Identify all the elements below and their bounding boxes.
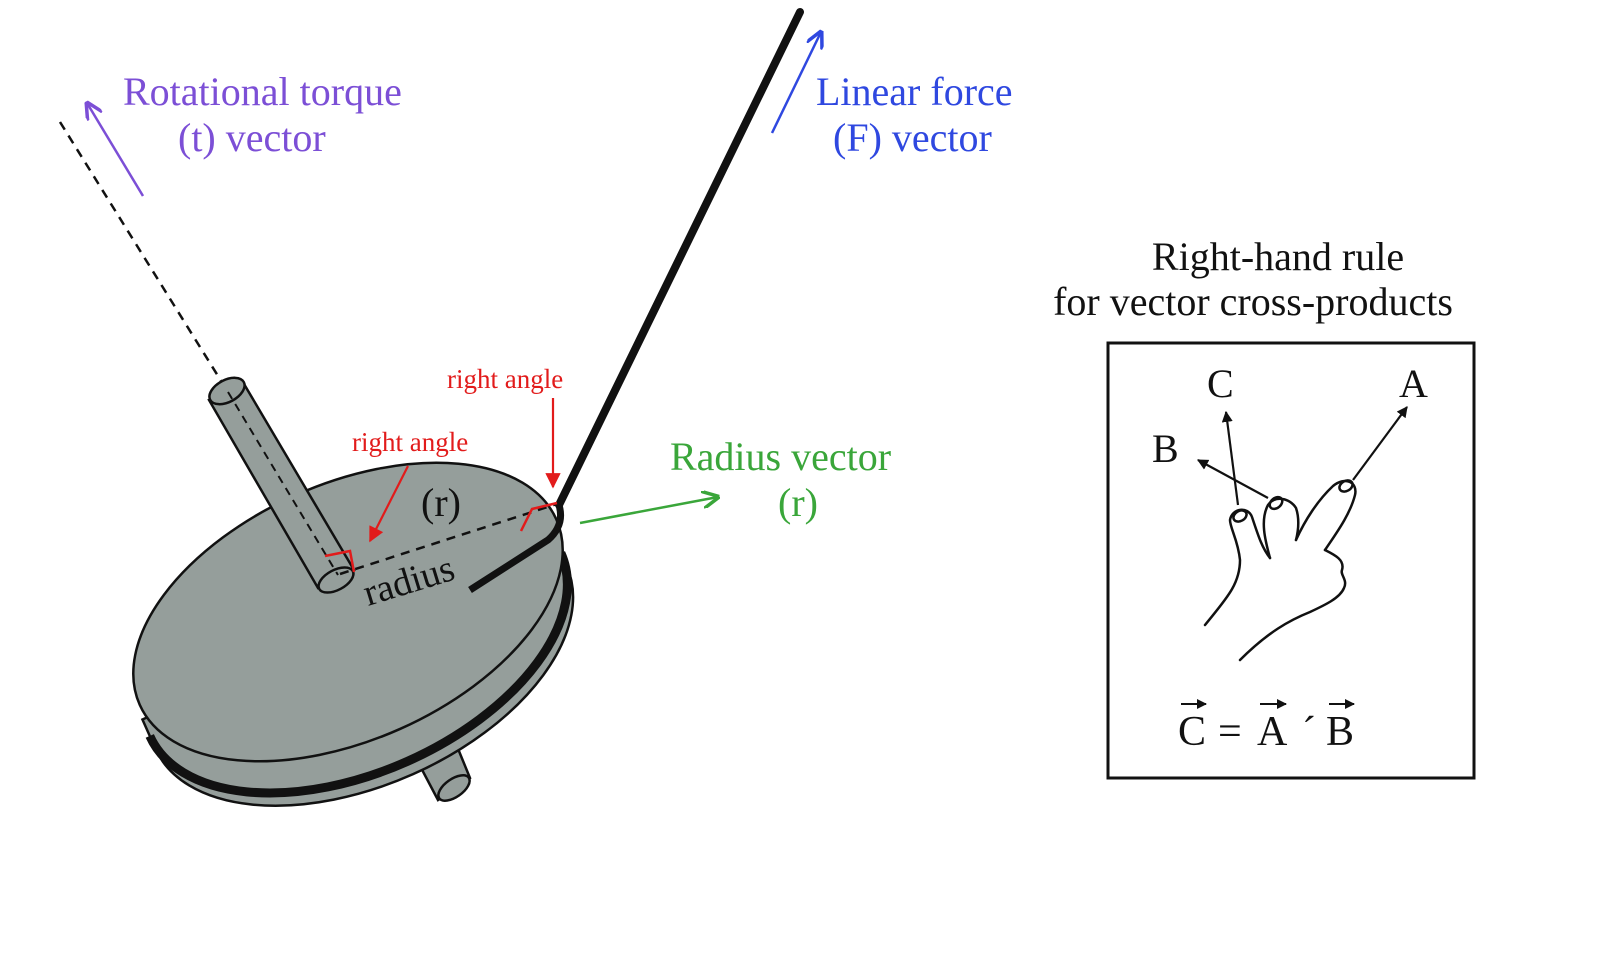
rhr-title-line2: for vector cross-products xyxy=(1053,279,1453,324)
radius-vector-label-line1: Radius vector xyxy=(670,434,891,479)
belt-band xyxy=(145,551,572,798)
disc-r-label: (r) xyxy=(421,480,461,525)
torque-axis-dashed-line xyxy=(58,121,230,393)
rhr-equation: C = A ´ B xyxy=(1178,699,1355,755)
eq-times: ´ xyxy=(1302,709,1316,755)
force-vector-arrow xyxy=(770,32,821,134)
hand-icon xyxy=(1203,479,1357,662)
rhr-letter-b: B xyxy=(1152,426,1179,471)
force-label-line2: (F) vector xyxy=(833,115,992,160)
right-angle-pointer-left xyxy=(369,465,409,543)
eq-b: B xyxy=(1326,709,1354,755)
radius-dashed-line xyxy=(339,501,561,576)
right-angle-marker-rim xyxy=(519,501,558,532)
eq-c: C xyxy=(1178,709,1206,755)
right-angle-label-left: right angle xyxy=(352,427,468,457)
rhr-panel-frame xyxy=(1106,341,1476,780)
radius-vector-label-line2: (r) xyxy=(778,480,818,525)
rhr-title-line1: Right-hand rule xyxy=(1152,234,1404,279)
rhr-arrow-b xyxy=(1197,459,1269,499)
torque-label-line1: Rotational torque xyxy=(123,69,402,114)
rope-wrap xyxy=(468,503,565,593)
disc xyxy=(132,461,575,807)
torque-label-line2: (t) vector xyxy=(178,115,326,160)
rhr-letter-c: C xyxy=(1207,361,1234,406)
force-rope xyxy=(555,8,804,509)
eq-equals: = xyxy=(1218,709,1242,755)
rhr-letter-a: A xyxy=(1399,361,1428,406)
rhr-arrow-a xyxy=(1352,406,1408,481)
force-label-line1: Linear force xyxy=(816,69,1013,114)
right-angle-marker-center xyxy=(324,549,356,573)
eq-a: A xyxy=(1257,709,1288,755)
rhr-arrow-c xyxy=(1221,410,1240,506)
right-angle-label-top: right angle xyxy=(447,364,563,394)
torque-vector-arrow xyxy=(87,103,145,197)
radius-vector-arrow xyxy=(579,497,718,525)
upper-shaft xyxy=(207,376,356,594)
